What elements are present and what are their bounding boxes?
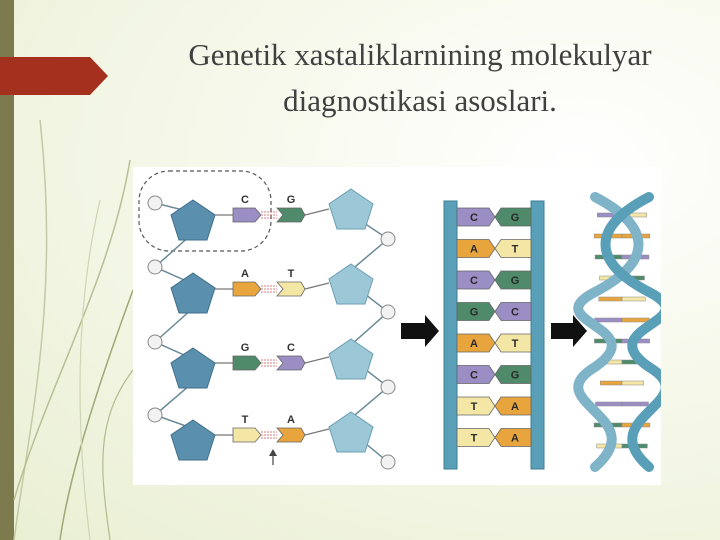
sugar-pentagon [328,263,374,305]
base-link-line [304,282,330,290]
base-block-G [276,207,306,223]
base-letter-label: A [241,268,249,280]
ladder-letter-label: G [511,212,520,224]
helix-rung [598,296,623,302]
ladder-letter-label: G [511,275,520,287]
helix-rung [621,296,646,302]
base-link-line [304,208,330,216]
ladder-base-G [494,270,532,290]
ladder-base-T [494,333,532,353]
ladder-base-G [456,302,496,321]
left-accent-bar [0,0,14,540]
base-letter-label: G [241,342,250,354]
ladder-base-C [456,365,496,384]
base-block-T [276,281,306,297]
ladder-letter-label: C [470,212,478,224]
ladder-base-A [456,239,496,258]
slide-title: Genetik xastaliklarnining molekulyar dia… [140,32,700,124]
base-letter-label: T [242,414,249,426]
ladder-base-G [494,207,532,227]
ladder-base-A [494,428,532,447]
ladder-letter-label: T [471,401,478,413]
base-block-A [276,427,306,443]
ladder-letter-label: C [470,275,478,287]
phosphate-circle [147,407,163,423]
helix-rung [595,401,623,407]
ladder-letter-label: C [511,307,519,319]
ladder-base-A [494,396,532,416]
base-letter-label: A [287,414,295,426]
sugar-pentagon [170,419,216,461]
base-block-T [232,427,262,443]
helix-rung [621,380,644,386]
base-letter-label: C [241,194,249,206]
phosphate-circle [380,304,396,320]
ladder-base-pairs: C G A T C G G C A T C G T A T A [456,207,532,447]
ladder-letter-label: A [511,433,519,445]
sugar-pentagon [328,411,374,453]
ladder-letter-label: A [470,244,478,256]
ladder-letter-label: G [511,370,520,382]
sugar-pentagon [170,272,216,314]
right-arrow-icon [551,315,587,347]
accent-arrow-tab [0,57,108,95]
base-link-line [304,428,330,436]
ladder-letter-label: A [511,401,519,413]
base-block-C [232,207,262,223]
title-line-2: diagnostikasi asoslari. [283,83,557,118]
ladder-letter-label: T [512,244,519,256]
ladder-letter-label: T [471,433,478,445]
ladder-base-T [494,239,532,258]
dna-figure-canvas: C G A T G C T A C G A T C G G C A T C G T A T A [138,170,661,472]
ladder-base-T [456,428,496,447]
ladder-base-C [456,207,496,227]
base-block-C [276,355,306,371]
helix-rung [600,380,623,386]
ladder-letter-label: A [470,338,478,350]
double-helix [573,192,661,472]
highlighted-nucleotide-outline [138,170,272,252]
base-link-line [304,356,330,364]
ladder-base-A [456,333,496,353]
ladder-letter-label: G [470,307,479,319]
dna-structure-figure: C G A T G C T A C G A T C G G C A T C G T A T A [133,167,661,485]
ladder-letter-label: T [512,338,519,350]
ladder-base-C [456,270,496,290]
helix-rung [621,401,649,407]
base-letter-label: T [288,268,295,280]
right-arrow-icon [401,315,439,347]
ladder-base-G [494,365,532,384]
sugar-pentagon [328,188,374,230]
sugar-pentagon [328,338,374,380]
helix-strand-back [573,192,644,472]
title-line-1: Genetik xastaliklarnining molekulyar [188,37,652,72]
helix-rung [621,317,650,323]
base-block-A [232,281,262,297]
phosphate-circle [147,334,163,350]
sugar-pentagon [170,347,216,389]
ladder-base-T [456,396,496,416]
ladder-right-rail [530,200,545,470]
phosphate-circle [147,259,163,275]
base-letter-label: C [287,342,295,354]
base-letter-label: G [287,194,296,206]
helix-rung [594,317,623,323]
base-pairs-group: C G A T G C T A [215,194,330,443]
up-arrow-icon [269,449,277,465]
base-block-G [232,355,262,371]
helix-strand-front [600,192,661,472]
ladder-left-rail [443,200,458,470]
phosphate-circle [380,231,396,247]
phosphate-circle [380,454,396,470]
phosphate-circle [147,195,163,211]
phosphate-circle [380,379,396,395]
ladder-letter-label: C [470,370,478,382]
ladder-base-C [494,302,532,321]
sugar-pentagon [170,199,216,241]
